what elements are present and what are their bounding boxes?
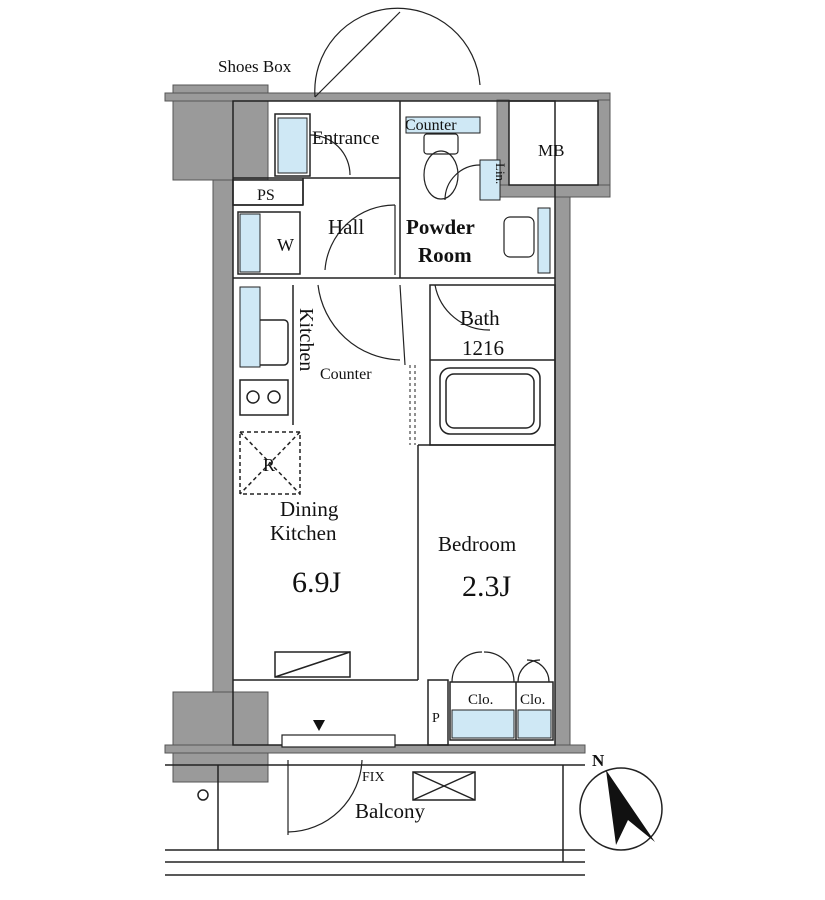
window <box>281 734 396 748</box>
label-powder-2: Room <box>418 243 472 267</box>
wall-mb-bottom <box>496 184 611 198</box>
label-bath-size: 1216 <box>462 336 504 360</box>
p-box <box>427 679 449 746</box>
label-w: W <box>277 235 294 255</box>
refrigerator <box>239 431 301 495</box>
label-entrance: Entrance <box>312 128 380 149</box>
wall-top <box>164 92 611 102</box>
closet <box>449 681 554 741</box>
wall-right <box>554 194 571 751</box>
label-bedroom-size: 2.3J <box>462 570 512 603</box>
structural-walls <box>164 84 611 783</box>
ac-unit <box>412 771 476 801</box>
label-bath: Bath <box>460 306 500 330</box>
sliding-partition <box>409 365 416 445</box>
label-powder-1: Powder <box>406 215 475 239</box>
label-clo1: Clo. <box>468 692 493 708</box>
north-compass: N <box>579 751 663 851</box>
entry-arrow-icon <box>313 720 325 731</box>
ps-box <box>232 179 304 206</box>
label-dining-size: 6.9J <box>292 566 342 599</box>
wall-left <box>212 179 234 693</box>
label-shoes-box: Shoes Box <box>218 57 292 76</box>
pillar-bottom-left <box>172 691 269 783</box>
shoes-box <box>274 113 311 177</box>
wall-mb-right <box>597 99 611 196</box>
washer-box <box>237 211 301 275</box>
compass-needle-icon <box>606 770 655 845</box>
label-dining-2: Kitchen <box>270 521 337 545</box>
doors <box>287 7 550 835</box>
label-p: P <box>432 711 440 726</box>
label-r: R <box>263 455 275 475</box>
label-hall: Hall <box>328 215 364 239</box>
stove <box>239 379 289 416</box>
label-bedroom: Bedroom <box>438 532 516 556</box>
label-ps: PS <box>257 187 275 204</box>
label-mb: MB <box>538 141 564 160</box>
label-lin: Lin. <box>493 163 508 184</box>
label-north: N <box>592 751 605 770</box>
label-dining-1: Dining <box>280 497 339 521</box>
mb-room <box>508 100 599 186</box>
label-kitchen: Kitchen <box>295 308 317 371</box>
toilet <box>423 133 459 200</box>
fixtures <box>239 116 552 739</box>
label-counter-top: Counter <box>405 117 457 134</box>
basin <box>503 216 535 258</box>
bathtub <box>439 367 541 435</box>
label-counter-kitchen: Counter <box>320 366 372 383</box>
label-clo2: Clo. <box>520 692 545 708</box>
labels: Shoes Box Entrance Counter MB Lin. PS Ha… <box>218 57 564 823</box>
label-fix: FIX <box>362 770 385 785</box>
label-balcony: Balcony <box>355 799 425 823</box>
